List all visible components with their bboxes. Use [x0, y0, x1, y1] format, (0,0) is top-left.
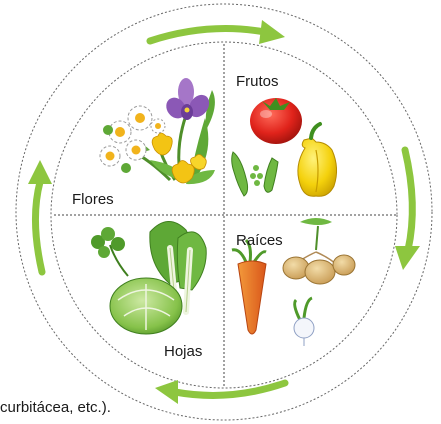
label-hojas: Hojas: [164, 343, 202, 360]
label-frutos: Frutos: [236, 73, 279, 90]
cycle-arrow-left: [28, 160, 52, 272]
cycle-arrow-top: [150, 20, 285, 44]
cycle-arrow-right: [395, 150, 420, 270]
tomato: [250, 98, 302, 144]
label-flores: Flores: [72, 191, 114, 208]
label-raices: Raíces: [236, 232, 283, 249]
cabbage: [110, 278, 182, 334]
bottom-caption-fragment: curbitácea, etc.).: [0, 399, 111, 416]
